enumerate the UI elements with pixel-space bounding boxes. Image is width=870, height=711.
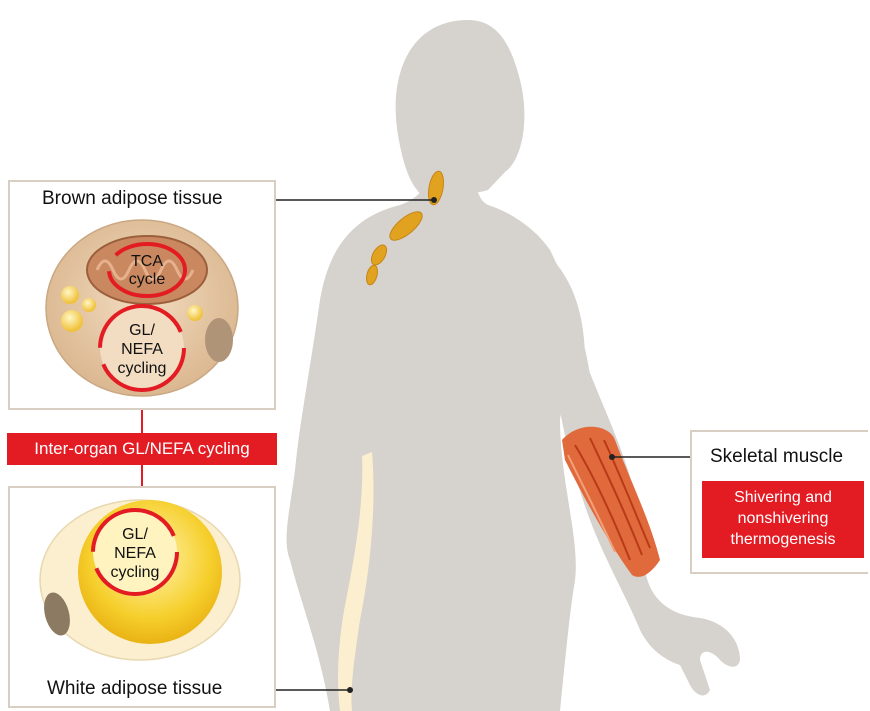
- brown-adipocyte-illustration: TCA cycle GL/ NEFA cycling: [42, 215, 242, 400]
- lipid-droplet: [187, 305, 203, 321]
- tca-text-line1: TCA: [131, 253, 163, 270]
- thermogenesis-box: Shivering and nonshivering thermogenesis: [702, 481, 864, 558]
- brown-cycle-text-line1: GL/: [129, 322, 155, 339]
- white-leader-dot: [347, 687, 353, 693]
- white-cycle-text-line1: GL/: [122, 526, 148, 543]
- inter-organ-cycling-box: Inter-organ GL/NEFA cycling: [7, 433, 277, 465]
- torso-shape: [287, 160, 590, 711]
- lipid-droplet: [82, 298, 96, 312]
- white-cycle-text-line2: NEFA: [114, 545, 156, 562]
- brown-adipose-label: Brown adipose tissue: [42, 188, 223, 210]
- muscle-leader-dot: [609, 454, 615, 460]
- lipid-droplet: [61, 286, 79, 304]
- brown-cycle-text-line3: cycling: [118, 360, 167, 377]
- white-adipocyte-illustration: GL/ NEFA cycling: [35, 494, 245, 664]
- white-cycle-text-line3: cycling: [111, 564, 160, 581]
- brown-cycle-text-line2: NEFA: [121, 341, 163, 358]
- white-adipose-label: White adipose tissue: [47, 678, 222, 700]
- brown-leader-dot: [431, 197, 437, 203]
- thermogenesis-line3: thermogenesis: [702, 529, 864, 550]
- skeletal-muscle-label: Skeletal muscle: [710, 446, 843, 468]
- lipid-droplet: [61, 310, 83, 332]
- nucleus: [205, 318, 233, 362]
- thermogenesis-line2: nonshivering: [702, 508, 864, 529]
- thermogenesis-line1: Shivering and: [702, 487, 864, 508]
- mitochondrion: [87, 236, 207, 304]
- tca-text-line2: cycle: [129, 271, 166, 288]
